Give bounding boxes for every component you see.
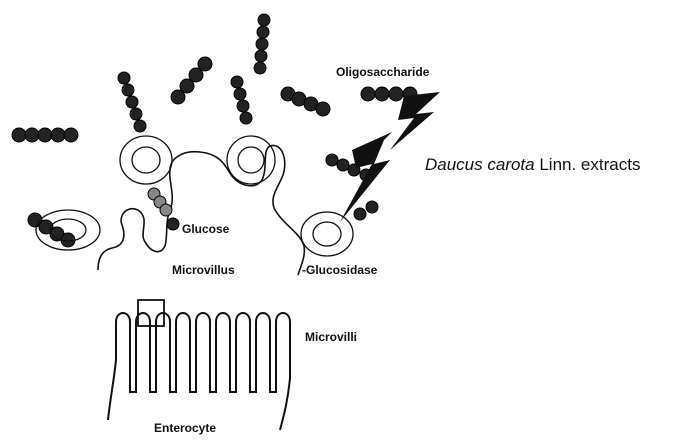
sugar-chain-descending [281, 87, 330, 116]
enzyme-pocket-2 [120, 136, 172, 184]
free-oligosaccharide-chains [12, 14, 417, 247]
sugar-chain-pocket-1 [28, 213, 75, 247]
sugar-chain-diagonal [171, 57, 212, 104]
glucose-label: Glucose [182, 222, 230, 236]
enzyme-pocket-icons [36, 136, 353, 256]
enzyme-pocket-3 [227, 136, 275, 184]
enterocyte-label: Enterocyte [154, 421, 216, 435]
glucosidase-label: -Glucosidase [302, 263, 378, 277]
sugar-chain-pocket-2 [118, 72, 146, 132]
microvillus-label: Microvillus [172, 263, 235, 277]
microvillus-membrane [98, 145, 304, 275]
microvilli-label: Microvilli [305, 330, 357, 344]
sugar-chain-pocket-3 [231, 76, 252, 124]
sugar-chain-vertical [254, 14, 270, 74]
microvilli-row [108, 313, 290, 430]
extract-species: Daucus carota [425, 155, 535, 174]
extract-rest: Linn. extracts [535, 155, 641, 174]
sugar-chain-left [12, 128, 78, 142]
enzyme-pocket-4 [301, 212, 353, 256]
oligosaccharide-label: Oligosaccharide [336, 65, 430, 79]
extract-label: Daucus carota Linn. extracts [425, 155, 640, 174]
glucose-release [148, 188, 179, 230]
